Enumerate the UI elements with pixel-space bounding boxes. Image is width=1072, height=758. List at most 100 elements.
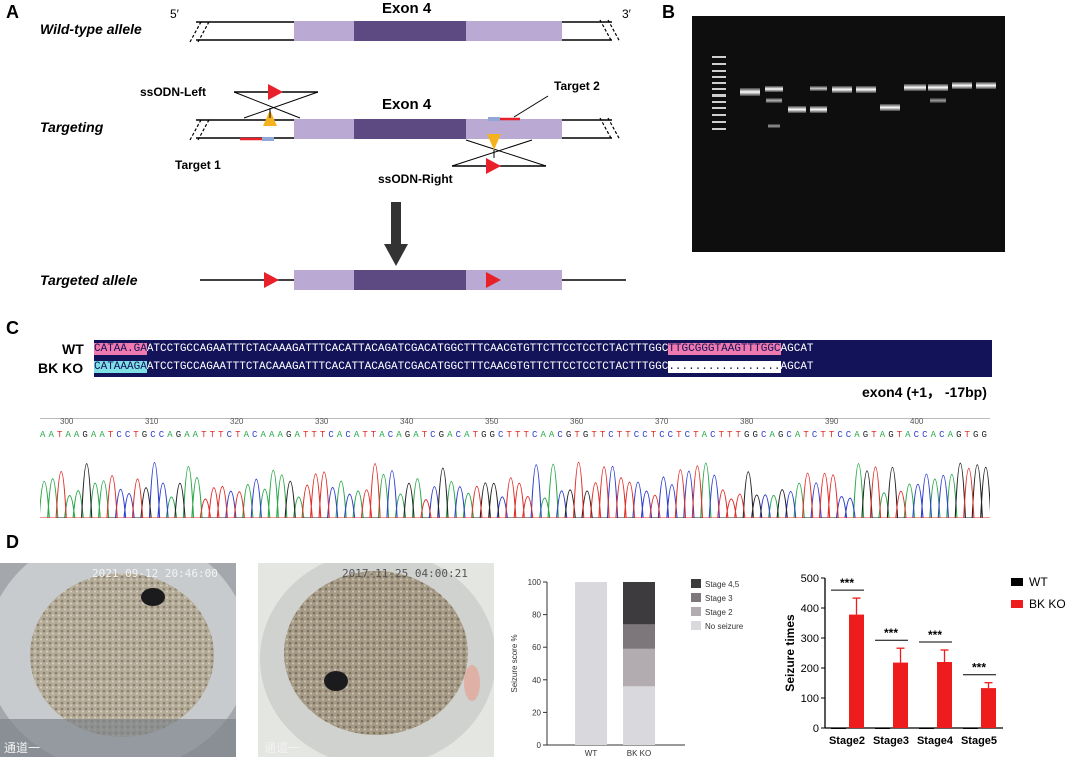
trace-base: C <box>608 430 614 440</box>
bar-bk-ko <box>981 688 996 728</box>
cam1-timestamp: 2021-09-12 20:46:00 <box>92 567 218 580</box>
panel-a-diagram <box>189 19 626 290</box>
ko-seq-seg-a: CATAAAGA <box>94 361 147 373</box>
trace-base: T <box>803 430 809 440</box>
trace-base: A <box>48 430 54 440</box>
sequence-alignment: CATAA.GAATCCTGCCAGAATTTCTACAAAGATTTCACAT… <box>94 340 992 377</box>
trace-base: C <box>633 430 640 440</box>
trace-base: C <box>498 430 504 440</box>
trace-tick-label: 370 <box>655 417 669 426</box>
trace-base: C <box>710 430 716 440</box>
trace-base: C <box>760 430 767 440</box>
trace-base: A <box>167 430 173 440</box>
trace-base: T <box>676 430 682 440</box>
trace-tick-label: 340 <box>400 417 414 426</box>
three-prime-label: 3′ <box>622 7 631 21</box>
bar-stage-2 <box>623 648 655 687</box>
trace-base: A <box>447 430 453 440</box>
trace-tick-label: 390 <box>825 417 839 426</box>
significance-label: *** <box>840 576 854 590</box>
loxp-targeted-right <box>486 272 501 288</box>
trace-base: A <box>540 430 546 440</box>
x-tick-label: Stage4 <box>917 735 954 747</box>
trace-base: A <box>879 430 886 440</box>
trace-base: A <box>99 430 105 440</box>
wt-allele-label: Wild-type allele <box>40 21 142 37</box>
ko-seq-seg-d: AGCAT <box>780 361 814 373</box>
significance-label: *** <box>928 628 942 642</box>
panel-letter-c: C <box>6 318 19 338</box>
legend-swatch <box>691 593 701 602</box>
trace-base: A <box>905 430 911 440</box>
trace-base: T <box>718 430 724 440</box>
trace-base: C <box>387 430 394 440</box>
ko-seq-seg-c: ................. <box>668 361 781 373</box>
cam1-channel-label: 通道一 <box>4 741 41 755</box>
video-frame-wt: 2021-09-12 20:46:00 通道一 <box>0 563 236 757</box>
trace-base: C <box>252 430 258 440</box>
trace-base: C <box>642 430 648 440</box>
legend-swatch <box>1011 600 1023 608</box>
mouse-wt <box>141 588 165 606</box>
trace-base: G <box>141 430 148 440</box>
trace-base: A <box>269 430 275 440</box>
trace-base: A <box>854 430 860 440</box>
legend-label: No seizure <box>705 622 744 631</box>
trace-base: T <box>302 430 309 440</box>
x-tick-label: Stage5 <box>961 735 997 747</box>
trace-base: T <box>727 430 733 440</box>
trace-base: G <box>744 430 750 440</box>
trace-line-T <box>40 462 990 518</box>
trace-base: C <box>345 430 351 440</box>
legend-swatch <box>1011 578 1023 586</box>
bar-bk-ko <box>937 662 952 728</box>
trace-base: C <box>939 430 945 440</box>
targeting-label: Targeting <box>40 119 104 135</box>
trace-tick-label: 350 <box>485 417 499 426</box>
trace-base: C <box>116 430 122 440</box>
trace-tick-label: 400 <box>910 417 924 426</box>
trace-base: A <box>40 430 46 440</box>
trace-base: A <box>184 430 190 440</box>
significance-label: *** <box>972 661 986 675</box>
trace-base: A <box>192 430 199 440</box>
bar-bk-ko <box>849 614 864 728</box>
loxp-right-arrow <box>486 158 501 174</box>
ko-sequence-row: CATAAAGAATCCTGCCAGAATTTCTACAAAGATTTCACAT… <box>94 360 814 374</box>
bar-wt <box>963 728 978 729</box>
y-tick-label: 200 <box>801 663 819 675</box>
trace-base: G <box>489 430 495 440</box>
trace-base: A <box>379 430 385 440</box>
trace-base: A <box>90 430 97 440</box>
trace-base: T <box>421 430 428 440</box>
trace-base: G <box>981 430 987 440</box>
trace-base: A <box>396 430 402 440</box>
bar-bk-ko <box>893 662 908 728</box>
trace-base: G <box>862 430 869 440</box>
trace-tick-label: 310 <box>145 417 159 426</box>
targeted-allele <box>200 270 626 290</box>
bar-wt <box>831 728 846 729</box>
trace-base: C <box>455 430 462 440</box>
trace-base: C <box>557 430 563 440</box>
five-prime-label: 5′ <box>170 7 179 21</box>
bar-no-seizure <box>575 582 607 745</box>
x-tick-label: Stage2 <box>829 735 865 747</box>
trace-base: A <box>701 430 707 440</box>
panel-letter-d: D <box>6 532 19 552</box>
trace-base: T <box>370 430 377 440</box>
wt-seq-seg-d: AGCAT <box>780 343 814 355</box>
trace-base: G <box>404 430 411 440</box>
panel-letter-b: B <box>662 2 675 22</box>
trace-base: T <box>133 430 139 440</box>
y-tick-label: 100 <box>528 578 542 587</box>
trace-base: C <box>922 430 928 440</box>
trace-base: A <box>277 430 283 440</box>
trace-base: T <box>362 430 368 440</box>
wt-sequence-row: CATAA.GAATCCTGCCAGAATTTCTACAAAGATTTCACAT… <box>94 342 814 356</box>
loxp-left-arrow <box>268 84 283 100</box>
